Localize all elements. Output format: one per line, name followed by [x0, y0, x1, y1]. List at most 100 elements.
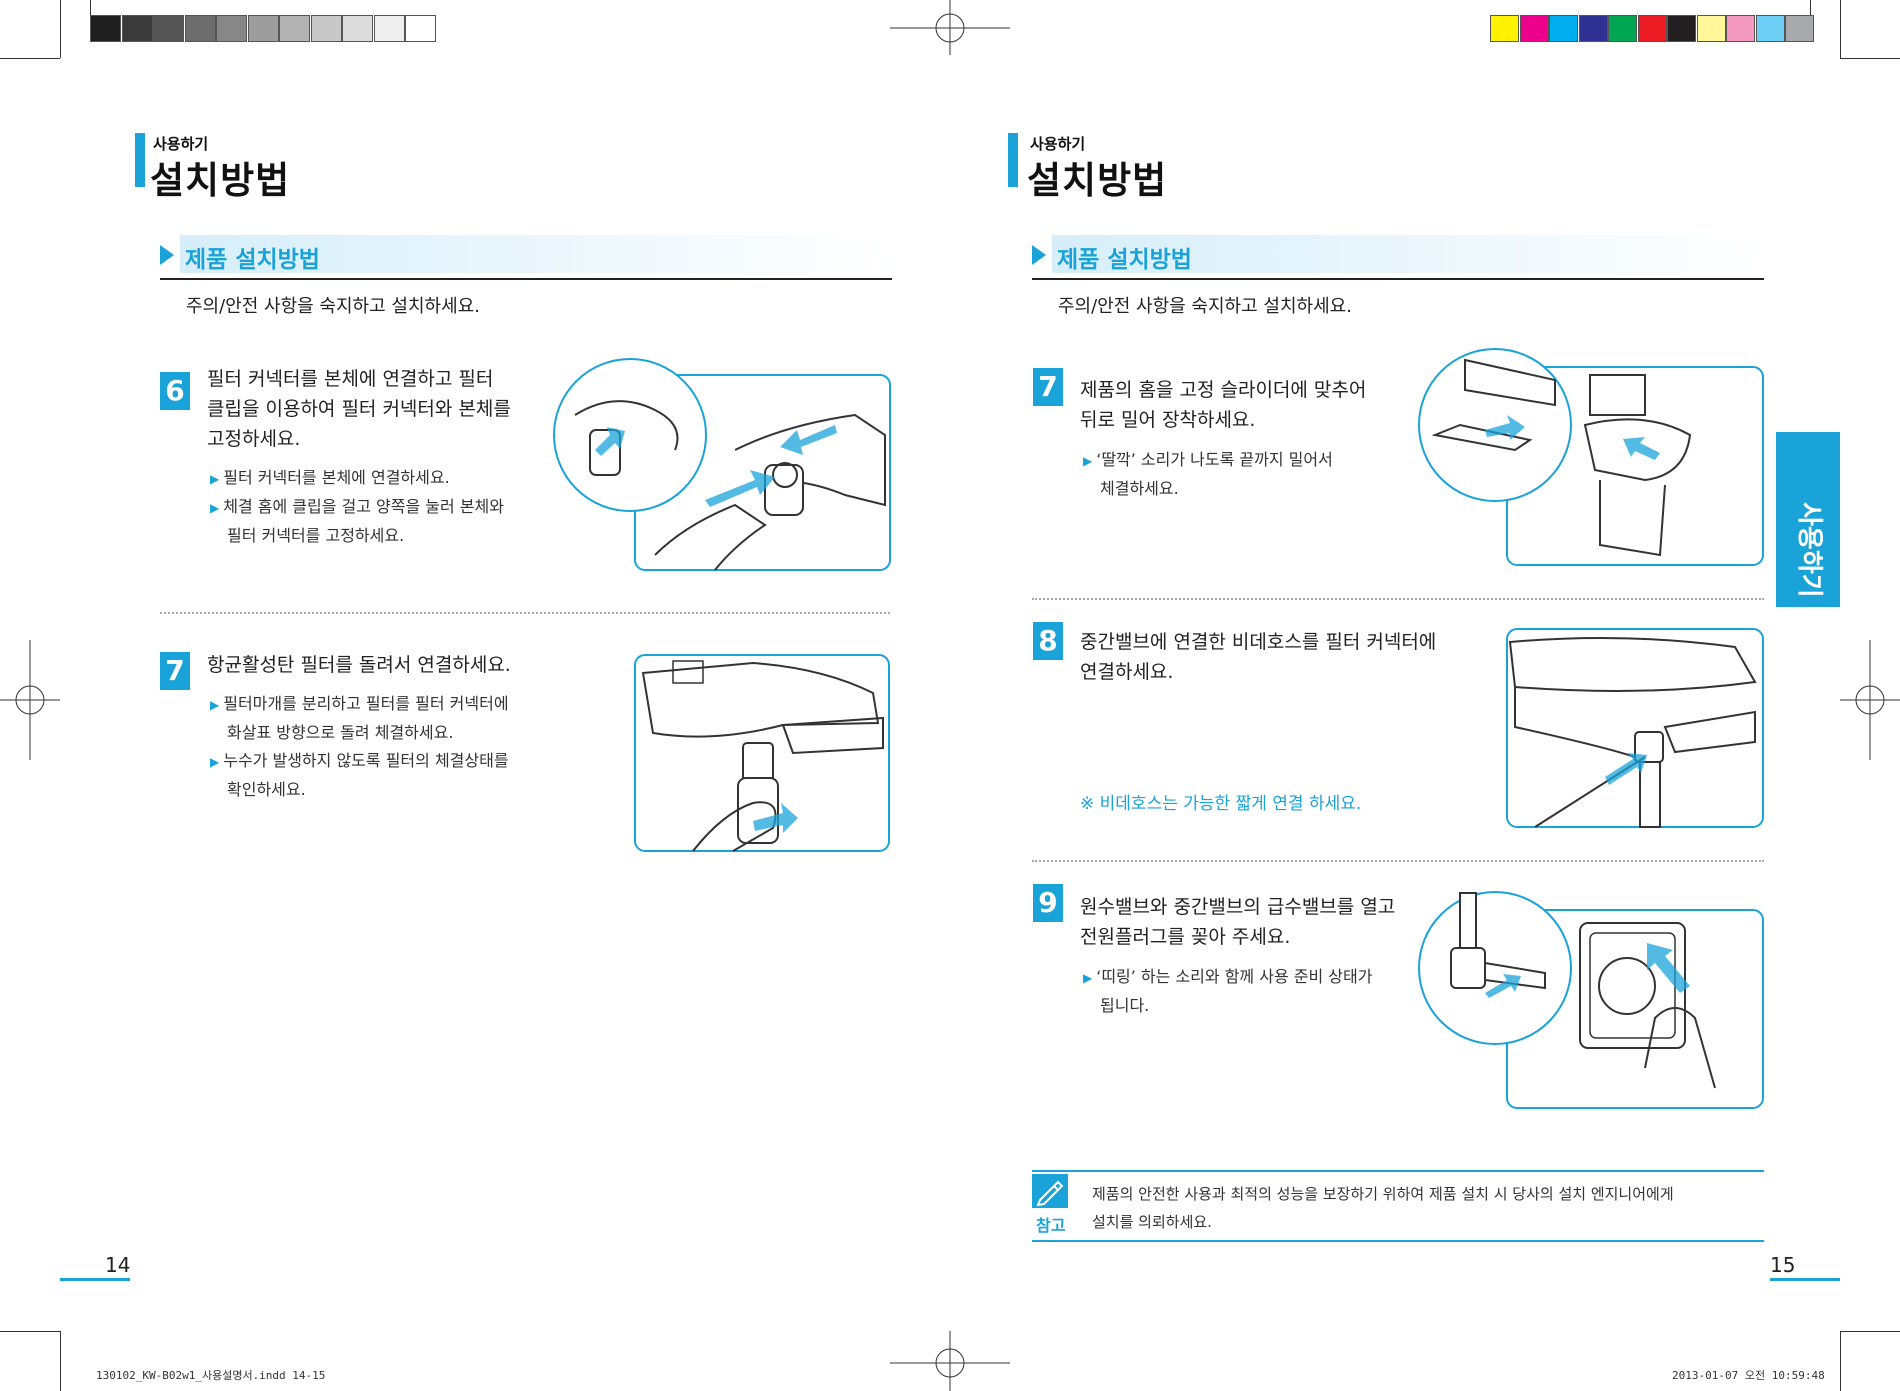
color-swatch	[1785, 15, 1814, 42]
step-6-text: 필터 커넥터를 본체에 연결하고 필터 클립을 이용하여 필터 커넥터와 본체를…	[207, 364, 511, 454]
step-number: 8	[1033, 622, 1063, 660]
bullet-item: 확인하세요.	[210, 776, 509, 804]
bullet-text: 체결하세요.	[1100, 479, 1179, 498]
gray-swatch	[310, 15, 342, 42]
color-swatch	[1755, 15, 1785, 42]
valve-and-plug-illustration	[1418, 891, 1764, 1109]
page-number-rule	[60, 1278, 130, 1281]
section-intro: 주의/안전 사항을 숙지하고 설치하세요.	[1058, 296, 1352, 317]
color-swatch	[1667, 15, 1696, 42]
gray-swatch	[153, 15, 184, 42]
header-category: 사용하기	[1030, 135, 1086, 153]
gray-swatch	[405, 15, 436, 42]
step-number: 9	[1033, 884, 1063, 922]
page-title: 설치방법	[150, 159, 291, 202]
bullet-arrow-icon: ▶	[210, 501, 220, 515]
side-tab-label: 사용하기	[1794, 502, 1824, 598]
registration-mark-left	[0, 640, 60, 760]
section-arrow-icon	[160, 245, 174, 265]
step-line: 중간밸브에 연결한 비데호스를 필터 커넥터에	[1080, 631, 1437, 653]
step-number: 7	[1033, 368, 1063, 406]
note-text: 제품의 안전한 사용과 최적의 성능을 보장하기 위하여 제품 설치 시 당사의…	[1092, 1180, 1674, 1236]
step-9-bullets: ▶‘띠링’ 하는 소리와 함께 사용 준비 상태가 됩니다.	[1083, 963, 1372, 1020]
gray-swatch	[121, 15, 153, 42]
section-title: 제품 설치방법	[1057, 247, 1192, 273]
gray-swatch	[342, 15, 373, 42]
bullet-item: ▶체결 홈에 클립을 걸고 양쪽을 눌러 본체와	[210, 493, 504, 522]
color-swatch	[1608, 15, 1637, 42]
registration-mark-bottom	[890, 1331, 1010, 1391]
page-number: 15	[1770, 1253, 1796, 1277]
page-title: 설치방법	[1027, 159, 1168, 202]
step-line: 클립을 이용하여 필터 커넥터와 본체를	[207, 398, 511, 420]
bullet-item: ▶‘띠링’ 하는 소리와 함께 사용 준비 상태가	[1083, 963, 1372, 992]
color-swatch	[1490, 15, 1519, 42]
step-divider	[1032, 860, 1764, 862]
bullet-item: ▶필터 커넥터를 본체에 연결하세요.	[210, 464, 504, 493]
color-swatch	[1519, 15, 1549, 42]
section-intro: 주의/안전 사항을 숙지하고 설치하세요.	[186, 296, 480, 317]
bullet-arrow-icon: ▶	[210, 755, 220, 769]
bullet-text: 확인하세요.	[227, 780, 306, 799]
bullet-item: ▶누수가 발생하지 않도록 필터의 체결상태를	[210, 747, 509, 776]
step-line: 항균활성탄 필터를 돌려서 연결하세요.	[207, 654, 511, 676]
bullet-text: 됩니다.	[1100, 996, 1150, 1015]
bullet-item: 화살표 방향으로 돌려 체결하세요.	[210, 719, 509, 747]
page-number-rule	[1770, 1278, 1840, 1281]
file-slug: 130102_KW-B02w1_사용설명서.indd 14-15	[96, 1369, 326, 1382]
section-rule	[160, 278, 892, 280]
step-divider	[160, 612, 890, 614]
header-category: 사용하기	[153, 135, 209, 153]
note-line: 설치를 의뢰하세요.	[1092, 1213, 1212, 1231]
page-number: 14	[105, 1253, 131, 1277]
side-tab: 사용하기	[1776, 432, 1840, 607]
step-6-bullets: ▶필터 커넥터를 본체에 연결하세요. ▶체결 홈에 클립을 걸고 양쪽을 눌러…	[210, 464, 504, 550]
bullet-item: 됩니다.	[1083, 992, 1372, 1020]
step-7-text: 항균활성탄 필터를 돌려서 연결하세요.	[207, 650, 511, 680]
registration-mark-right	[1840, 640, 1900, 760]
registration-mark-top	[890, 0, 1010, 55]
bullet-text: 필터 커넥터를 본체에 연결하세요.	[223, 468, 450, 487]
section-band	[1052, 235, 1762, 273]
step-number: 6	[160, 372, 190, 410]
bullet-item: ▶필터마개를 분리하고 필터를 필터 커넥터에	[210, 690, 509, 719]
step-line: 고정하세요.	[207, 428, 301, 450]
step-line: 제품의 홈을 고정 슬라이더에 맞추어	[1080, 379, 1367, 401]
step-line: 뒤로 밀어 장착하세요.	[1080, 409, 1256, 431]
step-line: 전원플러그를 꽂아 주세요.	[1080, 926, 1291, 948]
bullet-item: ▶‘딸깍’ 소리가 나도록 끝까지 밀어서	[1083, 446, 1333, 475]
date-slug: 2013-01-07 오전 10:59:48	[1672, 1369, 1825, 1382]
gray-swatch	[90, 15, 121, 42]
color-swatch	[1549, 15, 1578, 42]
step-8-note: ※ 비데호스는 가능한 짧게 연결 하세요.	[1080, 794, 1362, 814]
section-rule	[1032, 278, 1764, 280]
step-7-slide-bullets: ▶‘딸깍’ 소리가 나도록 끝까지 밀어서 체결하세요.	[1083, 446, 1333, 503]
gray-swatch	[184, 15, 216, 42]
step-8-text: 중간밸브에 연결한 비데호스를 필터 커넥터에 연결하세요.	[1080, 627, 1436, 687]
note-bottom-rule	[1032, 1240, 1764, 1242]
color-swatch	[1696, 15, 1726, 42]
note-label: 참고	[1036, 1216, 1066, 1235]
bullet-text: 체결 홈에 클립을 걸고 양쪽을 눌러 본체와	[223, 497, 504, 516]
bullet-arrow-icon: ▶	[210, 472, 220, 486]
bullet-arrow-icon: ▶	[210, 698, 220, 712]
header-accent-bar	[1008, 133, 1018, 187]
bullet-item: 필터 커넥터를 고정하세요.	[210, 522, 504, 550]
bidet-hose-illustration	[1506, 628, 1764, 828]
filter-connector-illustration	[553, 358, 891, 571]
bullet-text: 필터 커넥터를 고정하세요.	[227, 526, 405, 545]
note-line: 제품의 안전한 사용과 최적의 성능을 보장하기 위하여 제품 설치 시 당사의…	[1092, 1185, 1674, 1203]
gray-swatch	[373, 15, 405, 42]
gray-swatch	[216, 15, 247, 42]
step-divider	[1032, 598, 1764, 600]
step-line: 연결하세요.	[1080, 661, 1174, 683]
color-swatch	[1578, 15, 1608, 42]
step-7-slide-text: 제품의 홈을 고정 슬라이더에 맞추어 뒤로 밀어 장착하세요.	[1080, 375, 1366, 435]
bullet-text: ‘딸깍’ 소리가 나도록 끝까지 밀어서	[1096, 450, 1333, 469]
pencil-note-icon	[1032, 1174, 1068, 1208]
bullet-text: 필터마개를 분리하고 필터를 필터 커넥터에	[223, 694, 509, 713]
step-line: 필터 커넥터를 본체에 연결하고 필터	[207, 368, 494, 390]
color-swatch	[1726, 15, 1755, 42]
gray-swatch	[247, 15, 279, 42]
gray-swatch	[279, 15, 310, 42]
